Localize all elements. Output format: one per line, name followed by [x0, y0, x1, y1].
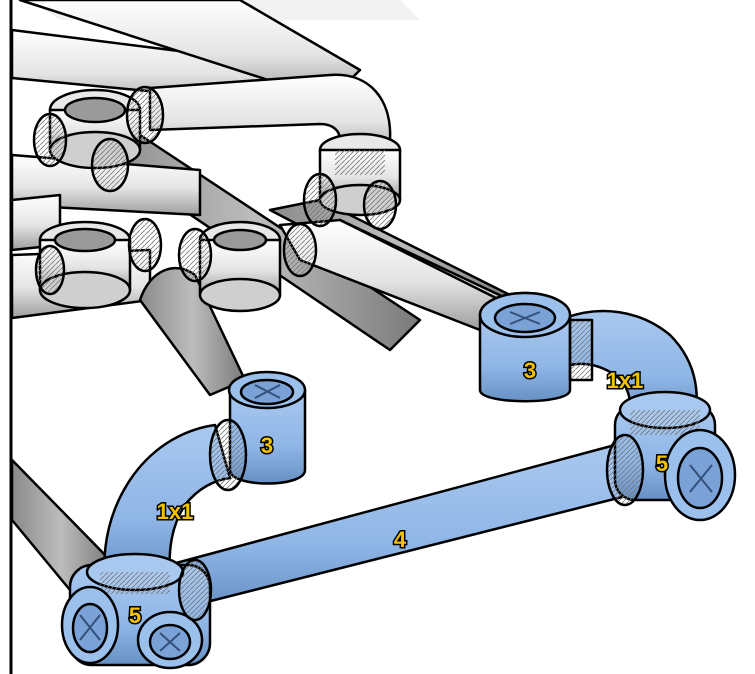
grey-sleeve-1 [32, 85, 398, 296]
label-right-tee: 3 [524, 358, 536, 383]
drop-pipe-left [138, 266, 247, 397]
label-right-cross: 5 [656, 451, 668, 476]
label-left-tee: 3 [261, 433, 273, 458]
label-right-elbow: 1x1 [607, 368, 644, 393]
left-cross [60, 552, 213, 670]
label-long-pipe: 4 [394, 527, 407, 552]
label-left-elbow: 1x1 [157, 499, 194, 524]
new-parts [60, 291, 737, 670]
frame-edge [0, 0, 10, 674]
grey-hub-3 [198, 220, 282, 313]
left-tee [208, 370, 307, 492]
right-cross [605, 390, 737, 522]
part-labels: 3 1x1 5 3 1x1 4 5 [127, 356, 669, 629]
back-rail-upper [18, 0, 362, 102]
label-left-cross: 5 [129, 603, 141, 628]
right-tee [478, 291, 594, 403]
